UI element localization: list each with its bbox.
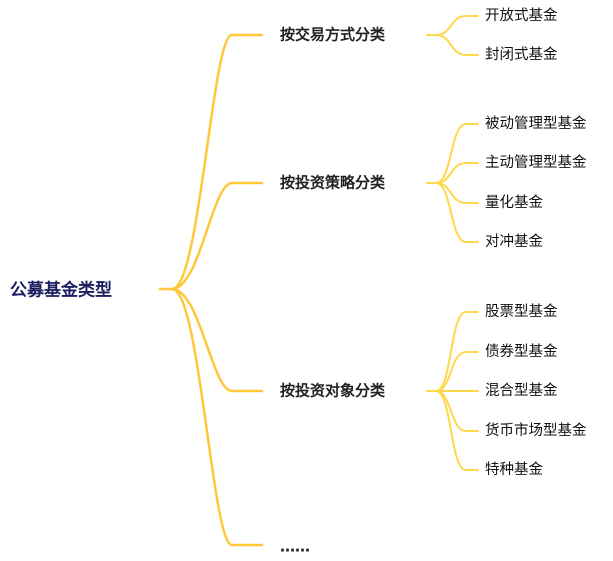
fund-type-node: 量化基金 — [485, 194, 543, 211]
fund-type-node: 开放式基金 — [485, 7, 558, 24]
fund-type-node: 特种基金 — [485, 461, 543, 478]
branch-connector — [170, 287, 264, 393]
leaf-connector — [426, 162, 479, 184]
branch-connector — [170, 287, 264, 547]
leaf-connector — [426, 15, 479, 36]
category-node: 按投资策略分类 — [280, 173, 386, 192]
leaf-connector — [426, 351, 479, 392]
leaf-connector — [426, 182, 479, 204]
fund-type-node: 对冲基金 — [485, 233, 543, 250]
fund-type-node: 主动管理型基金 — [485, 154, 587, 171]
fund-type-node: 被动管理型基金 — [485, 115, 587, 132]
category-node: 按交易方式分类 — [280, 25, 386, 44]
branch-connector — [170, 33, 264, 291]
fund-type-node: 混合型基金 — [485, 382, 558, 399]
fund-type-node: 股票型基金 — [485, 303, 558, 320]
root-node: 公募基金类型 — [10, 280, 112, 301]
fund-type-node: 封闭式基金 — [485, 46, 558, 63]
leaf-connector — [426, 390, 479, 432]
leaf-connector — [426, 182, 479, 243]
fund-type-node: 货币市场型基金 — [485, 422, 587, 439]
category-node: …… — [280, 537, 310, 556]
branch-connector — [170, 181, 264, 291]
leaf-connector — [426, 123, 479, 184]
fund-type-node: 债券型基金 — [485, 343, 558, 360]
leaf-connector — [426, 34, 479, 56]
category-node: 按投资对象分类 — [280, 381, 386, 400]
leaf-connector — [426, 390, 479, 471]
